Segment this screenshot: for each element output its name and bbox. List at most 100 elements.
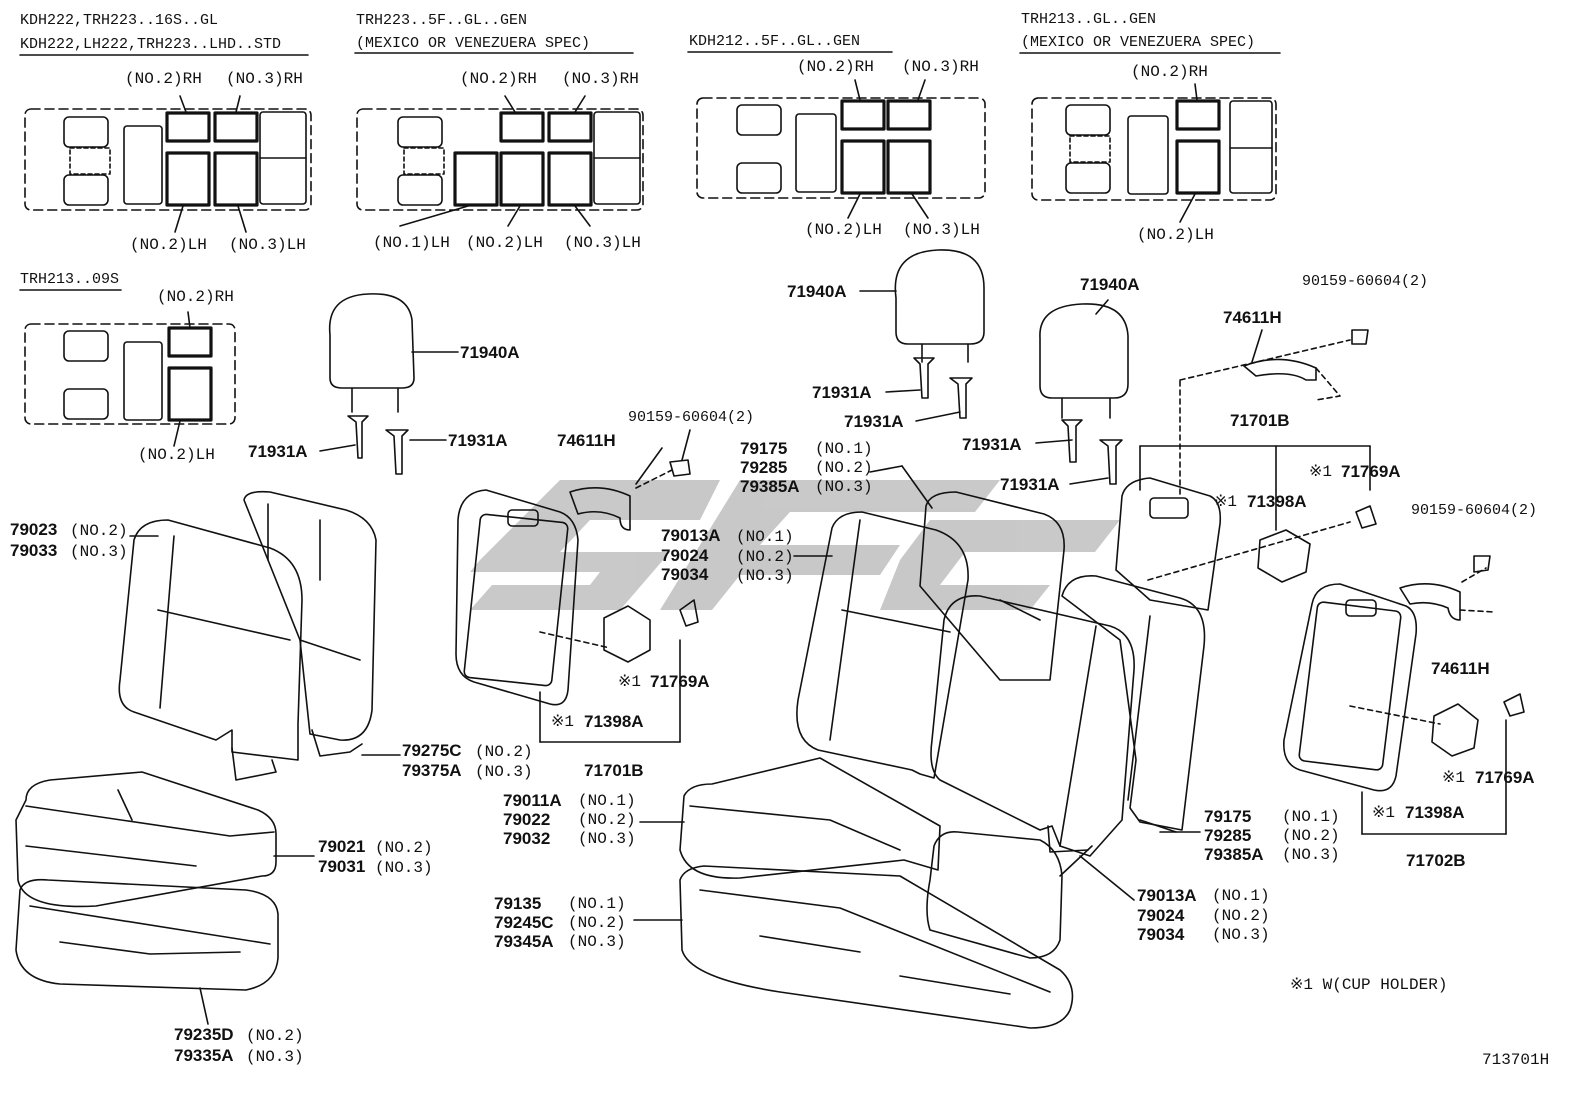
layout-label: (NO.2)LH	[466, 234, 543, 252]
header-variant-4: KDH212..5F..GL..GEN	[689, 33, 861, 50]
layout-label: (NO.2)LH	[1137, 226, 1214, 244]
part-number: 79032	[503, 829, 551, 848]
part-number: 71931A	[962, 435, 1022, 454]
left-seat-group	[16, 294, 414, 990]
leader-lines	[130, 291, 1262, 1024]
cushion-lower-2	[680, 866, 1072, 1028]
part-number: 74611H	[1431, 659, 1490, 678]
part-qualifier: (NO.2)	[568, 914, 626, 932]
part-qualifier: (NO.1)	[1212, 887, 1270, 905]
header-underlines	[20, 52, 1280, 290]
cushion-upper	[16, 772, 276, 906]
part-qualifier: (NO.3)	[1212, 926, 1270, 944]
part-number: 74611H	[557, 431, 616, 450]
part-number: 79285	[1204, 826, 1252, 845]
cup-holder-mark: ※1	[551, 713, 575, 731]
cup-holder-mark: ※1	[1214, 493, 1238, 511]
part-qualifier: (NO.2)	[1212, 907, 1270, 925]
diagram-code: 713701H	[1482, 1051, 1550, 1069]
center-seat-group	[680, 250, 1205, 1028]
part-qualifier: (NO.1)	[736, 528, 794, 546]
headrest-2	[895, 250, 984, 344]
seatback-3	[931, 596, 1134, 856]
layout-label: (NO.2)LH	[138, 446, 215, 464]
part-qualifier: (NO.3)	[1282, 846, 1340, 864]
part-number: 71398A	[1247, 492, 1307, 511]
layout-label: (NO.3)LH	[564, 234, 641, 252]
seat-layout-2	[357, 96, 643, 226]
part-qualifier: (NO.3)	[475, 763, 533, 781]
part-number: 79033	[10, 541, 58, 560]
part-number: 79235D	[174, 1025, 234, 1044]
part-number: 79175	[740, 439, 788, 458]
cushion-upper-3	[927, 832, 1062, 958]
part-number: 79034	[661, 565, 709, 584]
part-qualifier: (NO.1)	[568, 895, 626, 913]
part-qualifier: (NO.3)	[246, 1048, 304, 1066]
seat-layout-4	[1032, 84, 1276, 222]
layout-label: (NO.2)RH	[157, 288, 234, 306]
header-variant-3: TRH223..5F..GL..GEN	[356, 12, 528, 29]
part-qualifier: (NO.3)	[375, 859, 433, 877]
layout-label: (NO.3)RH	[562, 70, 639, 88]
right-backboard-2	[1284, 556, 1524, 834]
part-number: 79011A	[503, 791, 562, 810]
part-number: 79285	[740, 458, 788, 477]
layout-label: (NO.2)RH	[1131, 63, 1208, 81]
seat-layout-3	[697, 80, 985, 218]
part-qualifier: (NO.2)	[475, 743, 533, 761]
part-qualifier: (NO.2)	[246, 1027, 304, 1045]
part-number: 74611H	[1223, 308, 1282, 327]
part-number: 71931A	[448, 431, 508, 450]
part-number: 71931A	[844, 412, 904, 431]
part-qualifier: (NO.3)	[578, 830, 636, 848]
header-variant-5: TRH213..GL..GEN	[1021, 11, 1157, 28]
part-qualifier: (NO.2)	[70, 522, 128, 540]
part-qualifier: (NO.3)	[815, 478, 873, 496]
part-number: 79013A	[1137, 886, 1197, 905]
layout-label: (NO.1)LH	[373, 234, 450, 252]
part-number: 71931A	[248, 442, 308, 461]
part-number: 71940A	[460, 343, 520, 362]
part-qualifier: (NO.3)	[736, 567, 794, 585]
seatback-front	[119, 520, 302, 760]
cushion-upper-2	[680, 758, 940, 878]
watermark-logo	[470, 480, 1120, 610]
cup-holder-mark: ※1	[1372, 804, 1396, 822]
layout-label: (NO.3)LH	[229, 236, 306, 254]
seatback-front-2	[797, 512, 968, 778]
part-number: 79335A	[174, 1046, 234, 1065]
part-number: 79034	[1137, 925, 1185, 944]
cup-holder-mark: ※1	[618, 673, 642, 691]
cushion-lower	[16, 880, 278, 990]
part-qualifier: (NO.2)	[375, 839, 433, 857]
header-variant-3-spec: (MEXICO OR VENEZUERA SPEC)	[356, 35, 591, 52]
seatback-rear-2	[920, 492, 1064, 680]
part-number: 71701B	[1230, 411, 1290, 430]
part-qualifier: (NO.1)	[815, 440, 873, 458]
part-qualifier: (NO.2)	[815, 459, 873, 477]
part-qualifier: (NO.3)	[568, 933, 626, 951]
part-number: 79013A	[661, 526, 721, 545]
cup-holder-mark: ※1	[1309, 463, 1333, 481]
layout-label: (NO.3)RH	[902, 58, 979, 76]
header-variant-6: TRH213..09S	[20, 271, 120, 288]
part-number: 71931A	[1000, 475, 1060, 494]
header-variant-5-spec: (MEXICO OR VENEZUERA SPEC)	[1021, 34, 1256, 51]
part-number: 79385A	[1204, 845, 1264, 864]
part-qualifier: (NO.1)	[1282, 808, 1340, 826]
seatback-4	[1062, 576, 1205, 830]
part-number: 79345A	[494, 932, 554, 951]
seatback-rear	[244, 492, 376, 740]
seat-layout-5	[25, 312, 235, 446]
right-backboard-1	[1040, 304, 1376, 610]
header-variant-1: KDH222,TRH223..16S..GL	[20, 12, 219, 29]
part-qualifier: (NO.3)	[70, 543, 128, 561]
layout-label: (NO.2)LH	[805, 221, 882, 239]
part-number: 71940A	[1080, 275, 1140, 294]
part-number: 71931A	[812, 383, 872, 402]
part-number: 71702B	[1406, 851, 1466, 870]
part-number: 71940A	[787, 282, 847, 301]
part-number: 79024	[661, 546, 709, 565]
